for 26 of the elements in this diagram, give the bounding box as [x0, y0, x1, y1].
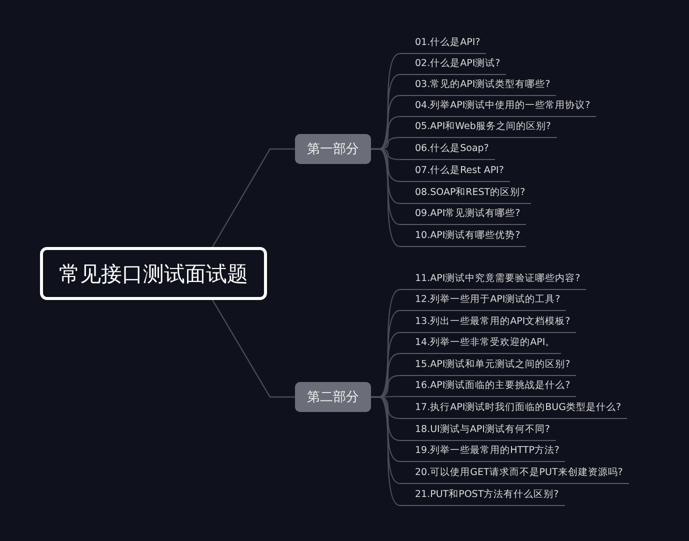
question-item: 13.列出一些最常用的API文档模板?: [400, 315, 576, 333]
question-item: 08.SOAP和REST的区别?: [400, 186, 532, 204]
topic-box: 常见接口测试面试题: [40, 247, 267, 300]
connector-line: [212, 148, 295, 248]
question-item: 04.列举API测试中使用的一些常用协议?: [400, 99, 596, 117]
question-item: 16.API测试面临的主要挑战是什么?: [400, 379, 576, 397]
question-item: 12.列举一些用于API测试的工具?: [400, 293, 566, 311]
question-item: 18.UI测试与API测试有何不同?: [400, 423, 556, 441]
question-item: 19.列举一些最常用的HTTP方法?: [400, 444, 566, 462]
question-item: 09.API常见测试有哪些?: [400, 207, 526, 225]
question-item: 02.什么是API测试?: [400, 57, 506, 75]
question-item: 14.列举一些非常受欢迎的API。: [400, 336, 562, 354]
question-item: 03.常见的API测试类型有哪些?: [400, 78, 556, 96]
question-item: 15.API测试和单元测试之间的区别?: [400, 358, 576, 376]
question-item: 17.执行API测试时我们面临的BUG类型是什么?: [400, 401, 628, 419]
question-item: 07.什么是Rest API?: [400, 164, 510, 182]
question-item: 06.什么是Soap?: [400, 142, 495, 160]
question-item: 10.API测试有哪些优势?: [400, 229, 526, 247]
question-item: 21.PUT和POST方法有什么区别?: [400, 488, 565, 506]
question-item: 11.API测试中究竟需要验证哪些内容?: [400, 272, 586, 290]
connector-line: [212, 300, 295, 398]
branch-box: 第二部分: [295, 382, 371, 412]
question-item: 01.什么是API?: [400, 36, 486, 54]
branch-box: 第一部分: [295, 134, 371, 164]
question-item: 05.API和Web服务之间的区别?: [400, 120, 557, 138]
question-item: 20.可以使用GET请求而不是PUT来创建资源吗?: [400, 466, 629, 484]
